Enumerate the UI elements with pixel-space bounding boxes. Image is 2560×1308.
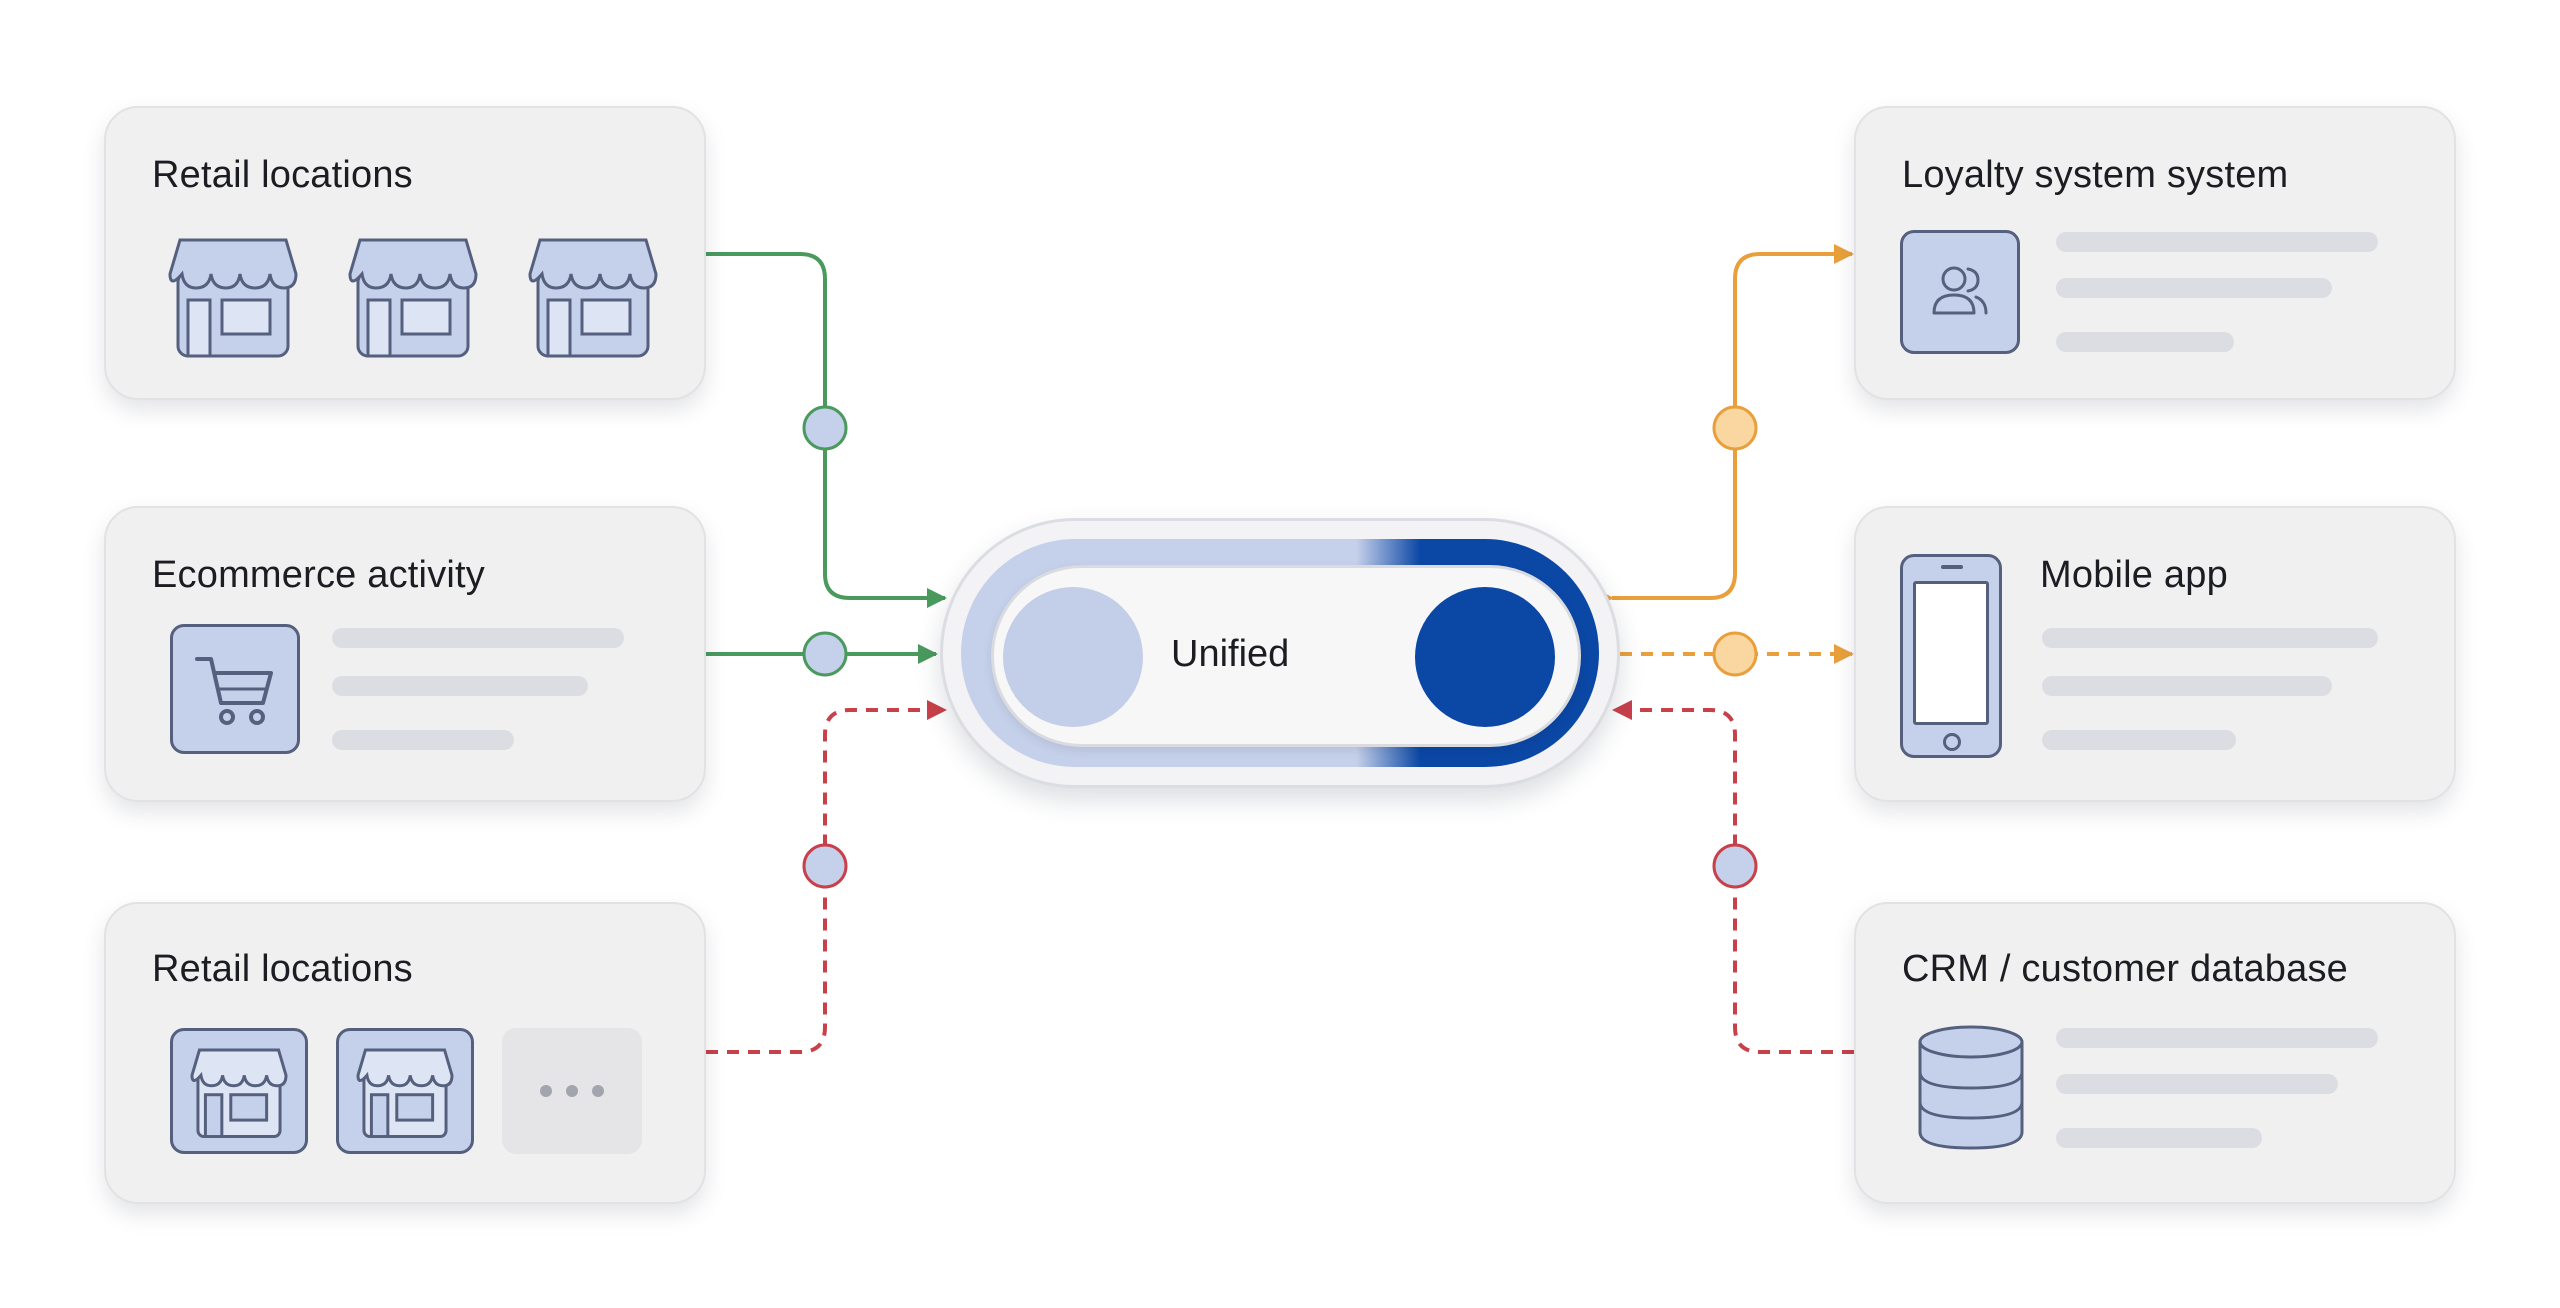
placeholder-bar — [2042, 676, 2332, 696]
card-title: Mobile app — [2040, 554, 2228, 596]
retail-locations-card[interactable]: Retail locations — [104, 106, 706, 400]
card-title: Retail locations — [152, 154, 413, 196]
store-icon — [168, 238, 298, 358]
card-title: CRM / customer database — [1902, 948, 2348, 990]
loyalty-system-card[interactable]: Loyalty system system — [1854, 106, 2456, 400]
store-icon — [190, 1048, 288, 1139]
retail-locations-card[interactable]: Retail locations — [104, 902, 706, 1204]
phone-screen — [1913, 581, 1989, 725]
placeholder-bar — [2056, 232, 2378, 252]
dot — [592, 1085, 604, 1097]
card-title: Retail locations — [152, 948, 413, 990]
dot — [540, 1085, 552, 1097]
placeholder-bar — [2056, 1128, 2262, 1148]
cart-tile — [170, 624, 300, 754]
connector-dot — [1712, 405, 1758, 451]
phone-home-button — [1943, 733, 1961, 751]
store-icon — [528, 238, 658, 358]
connector-dot — [1712, 631, 1758, 677]
placeholder-bar — [332, 676, 588, 696]
connector-dot — [802, 843, 848, 889]
placeholder-bar — [2056, 1074, 2338, 1094]
placeholder-bar — [332, 730, 514, 750]
store-icon — [356, 1048, 454, 1139]
crm-database-card[interactable]: CRM / customer database — [1854, 902, 2456, 1204]
card-title: Loyalty system system — [1902, 154, 2289, 196]
placeholder-bar — [2056, 278, 2332, 298]
ecommerce-activity-card[interactable]: Ecommerce activity — [104, 506, 706, 802]
placeholder-bar — [2042, 730, 2236, 750]
placeholder-bar — [2056, 1028, 2378, 1048]
store-icon — [348, 238, 478, 358]
hub-label: Unified — [1171, 633, 1290, 675]
dot — [566, 1085, 578, 1097]
shopping-cart-icon — [195, 657, 273, 725]
database-icon — [1918, 1025, 2024, 1150]
connector-dot — [802, 405, 848, 451]
smartphone-icon — [1900, 554, 2002, 758]
more-dots-icon[interactable] — [502, 1028, 642, 1154]
card-title: Ecommerce activity — [152, 554, 486, 596]
users-icon — [1932, 266, 1988, 315]
placeholder-bar — [332, 628, 624, 648]
placeholder-bar — [2042, 628, 2378, 648]
store-tile — [336, 1028, 474, 1154]
hub-knob-left — [1003, 587, 1143, 727]
mobile-app-card[interactable]: Mobile app — [1854, 506, 2456, 802]
unified-hub[interactable]: Unified — [940, 518, 1620, 788]
users-tile — [1900, 230, 2020, 354]
placeholder-bar — [2056, 332, 2234, 352]
store-tile — [170, 1028, 308, 1154]
phone-speaker — [1941, 565, 1963, 569]
hub-knob-right — [1415, 587, 1555, 727]
connector-dot — [802, 631, 848, 677]
connector-dot — [1712, 843, 1758, 889]
